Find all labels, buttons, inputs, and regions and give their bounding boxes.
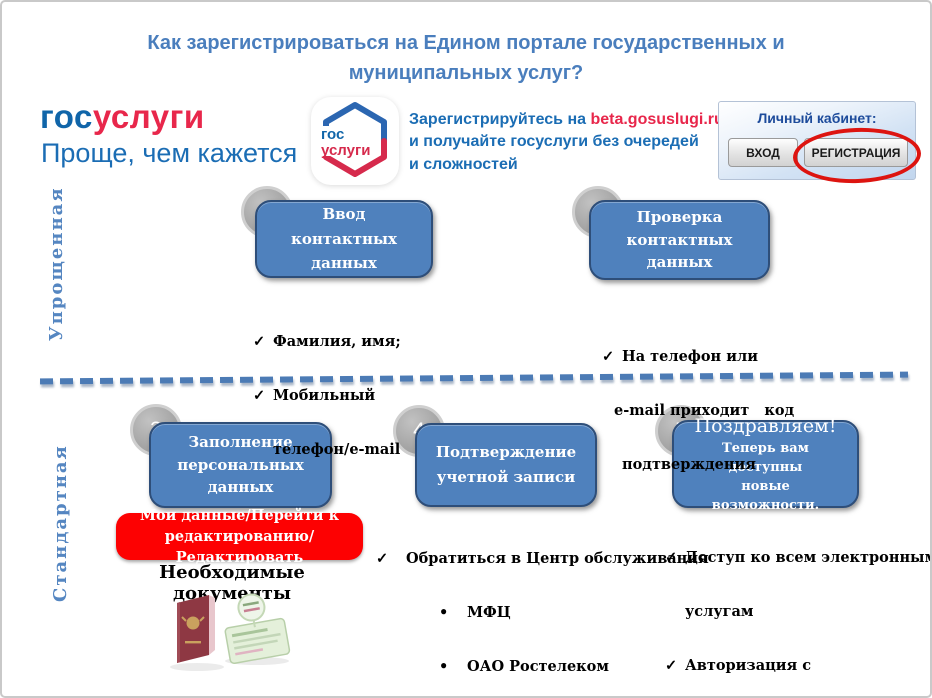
page-title-line1: Как зарегистрироваться на Едином портале… [147,32,785,54]
emblem-text-top: гос [321,126,344,143]
promo-line2: и получайте госуслуги без очередей [409,133,699,151]
check-icon: ✓ [376,550,389,567]
check-icon: ✓ [665,549,678,566]
list-item: •ОАО Ростелеком [439,658,609,675]
step-5-checklist: ✓Доступ ко всем электронным услугам ✓Авт… [665,514,932,696]
my-data-edit-line2: редактированию/ Редактировать [164,528,315,567]
page-title-line2: муниципальных услуг? [348,62,584,84]
personal-cabinet-label: Личный кабинет: [757,110,877,126]
login-button[interactable]: ВХОД [728,138,798,167]
section-label-simplified: Упрощенная [46,186,67,341]
list-item: e-mail приходит код [614,402,795,419]
step-5-box: Поздравляем! Теперь вам доступны новые в… [672,415,859,513]
promo-line3: и сложностей [409,155,518,173]
list-item: ✓На телефон или [602,348,758,365]
bullet-icon: • [439,604,449,621]
passport-image [177,595,215,663]
step-1-box: Ввод контактных данных [255,200,433,278]
step-5-subtitle1: Теперь вам доступны [722,441,809,475]
list-item: •МФЦ [439,604,511,621]
gosuslugi-logo: госуслуги [40,98,205,136]
step-4-checklist: ✓Обратиться в Центр обслуживания •МФЦ •О… [376,515,709,696]
bullet-icon: • [439,658,449,675]
list-item: ✓Фамилия, имя; [253,333,401,350]
step-3-box: Заполнение персональных данных [149,422,332,508]
list-item: услугам [685,603,754,620]
personal-cabinet-panel: Личный кабинет: ВХОД РЕГИСТРАЦИЯ [718,101,922,186]
step-2-checklist: ✓На телефон или e-mail приходит код подт… [602,313,794,509]
page-title: Как зарегистрироваться на Едином портале… [57,28,875,88]
step-5-title: Поздравляем! [694,414,837,437]
emblem-text-bottom: услуги [321,142,370,159]
list-item: ✓Авторизация с [665,657,812,674]
step-2-box: Проверка контактных данных [589,200,770,280]
check-icon: ✓ [253,333,266,350]
my-data-edit-line1: Мои данные/Перейти к [139,506,340,524]
check-icon: ✓ [253,387,266,404]
list-item: ✓Обратиться в Центр обслуживания [376,550,709,567]
list-item: подтверждения [622,456,756,473]
step-5-subtitle2: новые возможности. [711,478,820,513]
register-button[interactable]: РЕГИСТРАЦИЯ [804,138,908,167]
gosuslugi-emblem-icon: гос услуги [311,97,399,185]
documents-illustration [170,593,291,671]
snils-image [224,593,291,665]
check-icon: ✓ [665,657,678,674]
my-data-edit-button[interactable]: Мои данные/Перейти к редактированию/ Ред… [116,507,363,566]
gosuslugi-logo-blue-part: гос [40,98,93,135]
gosuslugi-hexagon-icon: гос услуги [317,102,387,177]
promo-line1: Зарегистрируйтесь на beta.gosuslugi.ru [409,109,724,131]
section-label-standard: Стандартная [50,444,71,602]
list-item: ✓Доступ ко всем электронным [665,549,932,566]
list-item: телефон/e-mail [273,441,401,458]
gosuslugi-logo-red-part: услуги [92,98,205,135]
promo-line1-text: Зарегистрируйтесь на [409,111,591,128]
gosuslugi-tagline: Проще, чем кажется [41,138,298,168]
promo-text: Зарегистрируйтесь на beta.gosuslugi.ru и… [409,109,724,176]
check-icon: ✓ [602,348,615,365]
list-item: ✓Мобильный [253,387,376,404]
step-1-checklist: ✓Фамилия, имя; ✓Мобильный телефон/e-mail [253,298,401,494]
step-4-box: Подтверждение учетной записи [415,423,597,507]
beta-gosuslugi-link[interactable]: beta.gosuslugi.ru [590,111,724,128]
